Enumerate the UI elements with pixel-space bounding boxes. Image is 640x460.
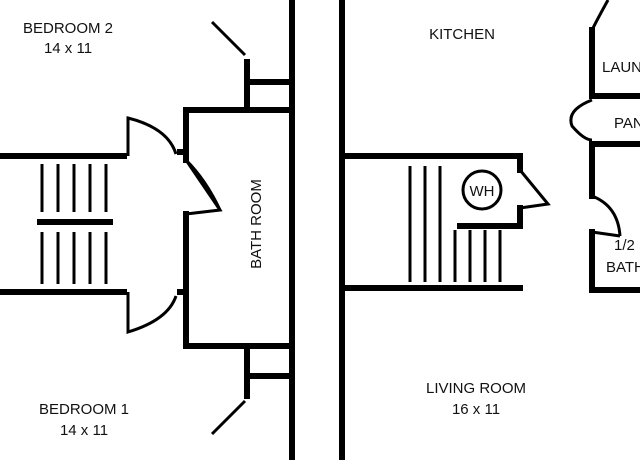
bedroom2-size: 14 x 11 — [44, 40, 92, 57]
living-room-size: 16 x 11 — [452, 401, 500, 418]
utility-rooms — [569, 0, 640, 293]
bath-room-name: BATH ROOM — [248, 179, 265, 269]
closets — [210, 20, 295, 436]
right-stairs: WH — [339, 153, 551, 291]
half-bath-line1: 1/2 — [614, 237, 635, 254]
water-heater-icon — [461, 169, 503, 211]
closet-top-door[interactable] — [210, 20, 247, 57]
laundry-door[interactable] — [590, 0, 610, 31]
half-bath-door[interactable] — [591, 194, 622, 237]
pantry-name: PAN — [614, 115, 640, 132]
bedroom2-name: BEDROOM 2 — [23, 20, 113, 37]
bedroom1-size: 14 x 11 — [60, 422, 108, 439]
wh-closet-door[interactable] — [518, 169, 551, 210]
bath-room-walls — [183, 107, 295, 349]
kitchen-name: KITCHEN — [429, 26, 495, 43]
bath-door-swing — [184, 158, 222, 211]
bedroom1-door[interactable] — [126, 292, 178, 335]
left-stairs — [0, 116, 189, 335]
pantry-door[interactable] — [569, 98, 593, 142]
half-bath-line2: BATH — [606, 259, 640, 276]
bedroom1-name: BEDROOM 1 — [39, 401, 129, 418]
water-heater-label: WH — [470, 183, 495, 200]
bedroom2-door[interactable] — [126, 116, 178, 156]
bath-door[interactable] — [184, 159, 223, 216]
living-room-name: LIVING ROOM — [426, 380, 526, 397]
room-labels: BEDROOM 2 14 x 11 KITCHEN LAUN PAN 1/2 B… — [23, 20, 640, 439]
laundry-name: LAUN — [602, 59, 640, 76]
closet-bottom-door[interactable] — [210, 399, 247, 436]
corridor-walls — [289, 0, 345, 460]
